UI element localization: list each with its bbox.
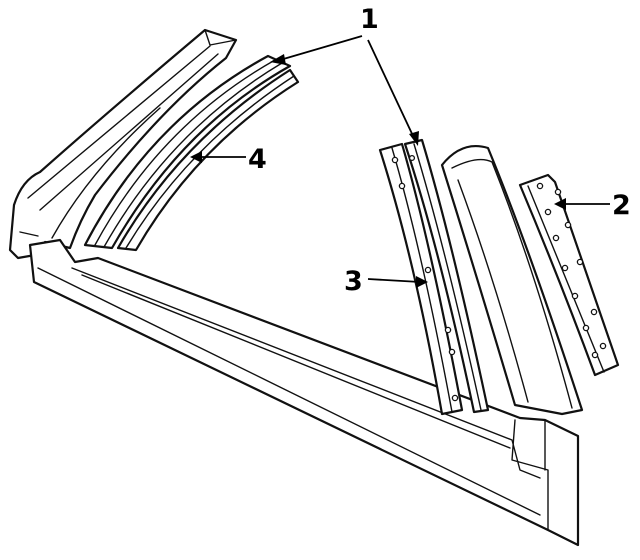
callout-4: 4 bbox=[248, 144, 267, 175]
pillar-weatherstrip bbox=[403, 138, 490, 414]
curved-strip-outer bbox=[83, 54, 292, 250]
callout-1: 1 bbox=[360, 4, 379, 35]
callout-2: 2 bbox=[612, 190, 631, 221]
windshield-pillar-panel bbox=[8, 28, 238, 260]
callout-leaders bbox=[190, 35, 610, 288]
rocker-sill-panel bbox=[28, 238, 580, 547]
callout-3: 3 bbox=[344, 266, 363, 297]
quarter-trim-panel bbox=[440, 144, 584, 416]
small-trim-strip bbox=[518, 173, 620, 377]
